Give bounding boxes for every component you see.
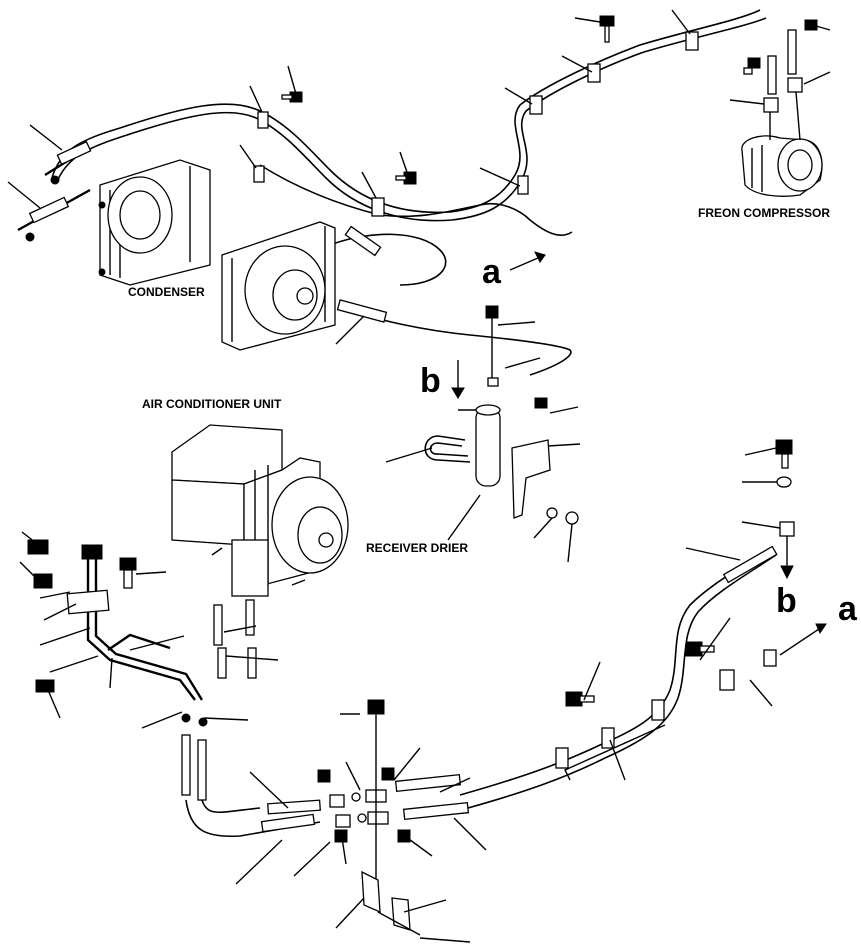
- flow-arrow-a-top: a: [482, 251, 546, 291]
- hose-clamp: [529, 95, 543, 115]
- marker-a-right: a: [838, 590, 858, 628]
- air-conditioner-unit: AIR CONDITIONER UNIT: [142, 397, 349, 679]
- marker-b-right: b: [776, 582, 797, 620]
- hose-clamp: [371, 197, 385, 217]
- condenser-fan-assembly: [221, 221, 388, 351]
- condenser: CONDENSER: [17, 140, 211, 299]
- bolt: [281, 91, 303, 103]
- bolt: [599, 15, 615, 43]
- marker-b-mid: b: [420, 362, 441, 400]
- top-hose-routing: [51, 9, 767, 376]
- top-bolts: [281, 15, 818, 185]
- hose-clamp: [253, 165, 265, 183]
- marker-a-top: a: [482, 253, 502, 291]
- right-fittings: b a: [565, 439, 858, 707]
- bolt: [804, 19, 818, 31]
- hose-clamp: [517, 175, 529, 195]
- leader-lines: [7, 9, 831, 943]
- hose-clamp: [685, 31, 699, 51]
- flow-arrow-b-mid: b: [420, 360, 476, 411]
- bolt: [743, 57, 761, 75]
- receiver-drier-label: RECEIVER DRIER: [366, 541, 468, 555]
- freon-compressor: FREON COMPRESSOR: [698, 29, 830, 220]
- receiver-drier: RECEIVER DRIER: [366, 305, 579, 555]
- hose-clamp: [257, 111, 269, 129]
- bottom-hose-routing: [185, 545, 778, 936]
- bolt: [395, 171, 417, 185]
- hose-clamp: [587, 63, 601, 83]
- air-conditioner-unit-label: AIR CONDITIONER UNIT: [142, 397, 282, 411]
- condenser-label: CONDENSER: [128, 285, 205, 299]
- freon-compressor-label: FREON COMPRESSOR: [698, 206, 830, 220]
